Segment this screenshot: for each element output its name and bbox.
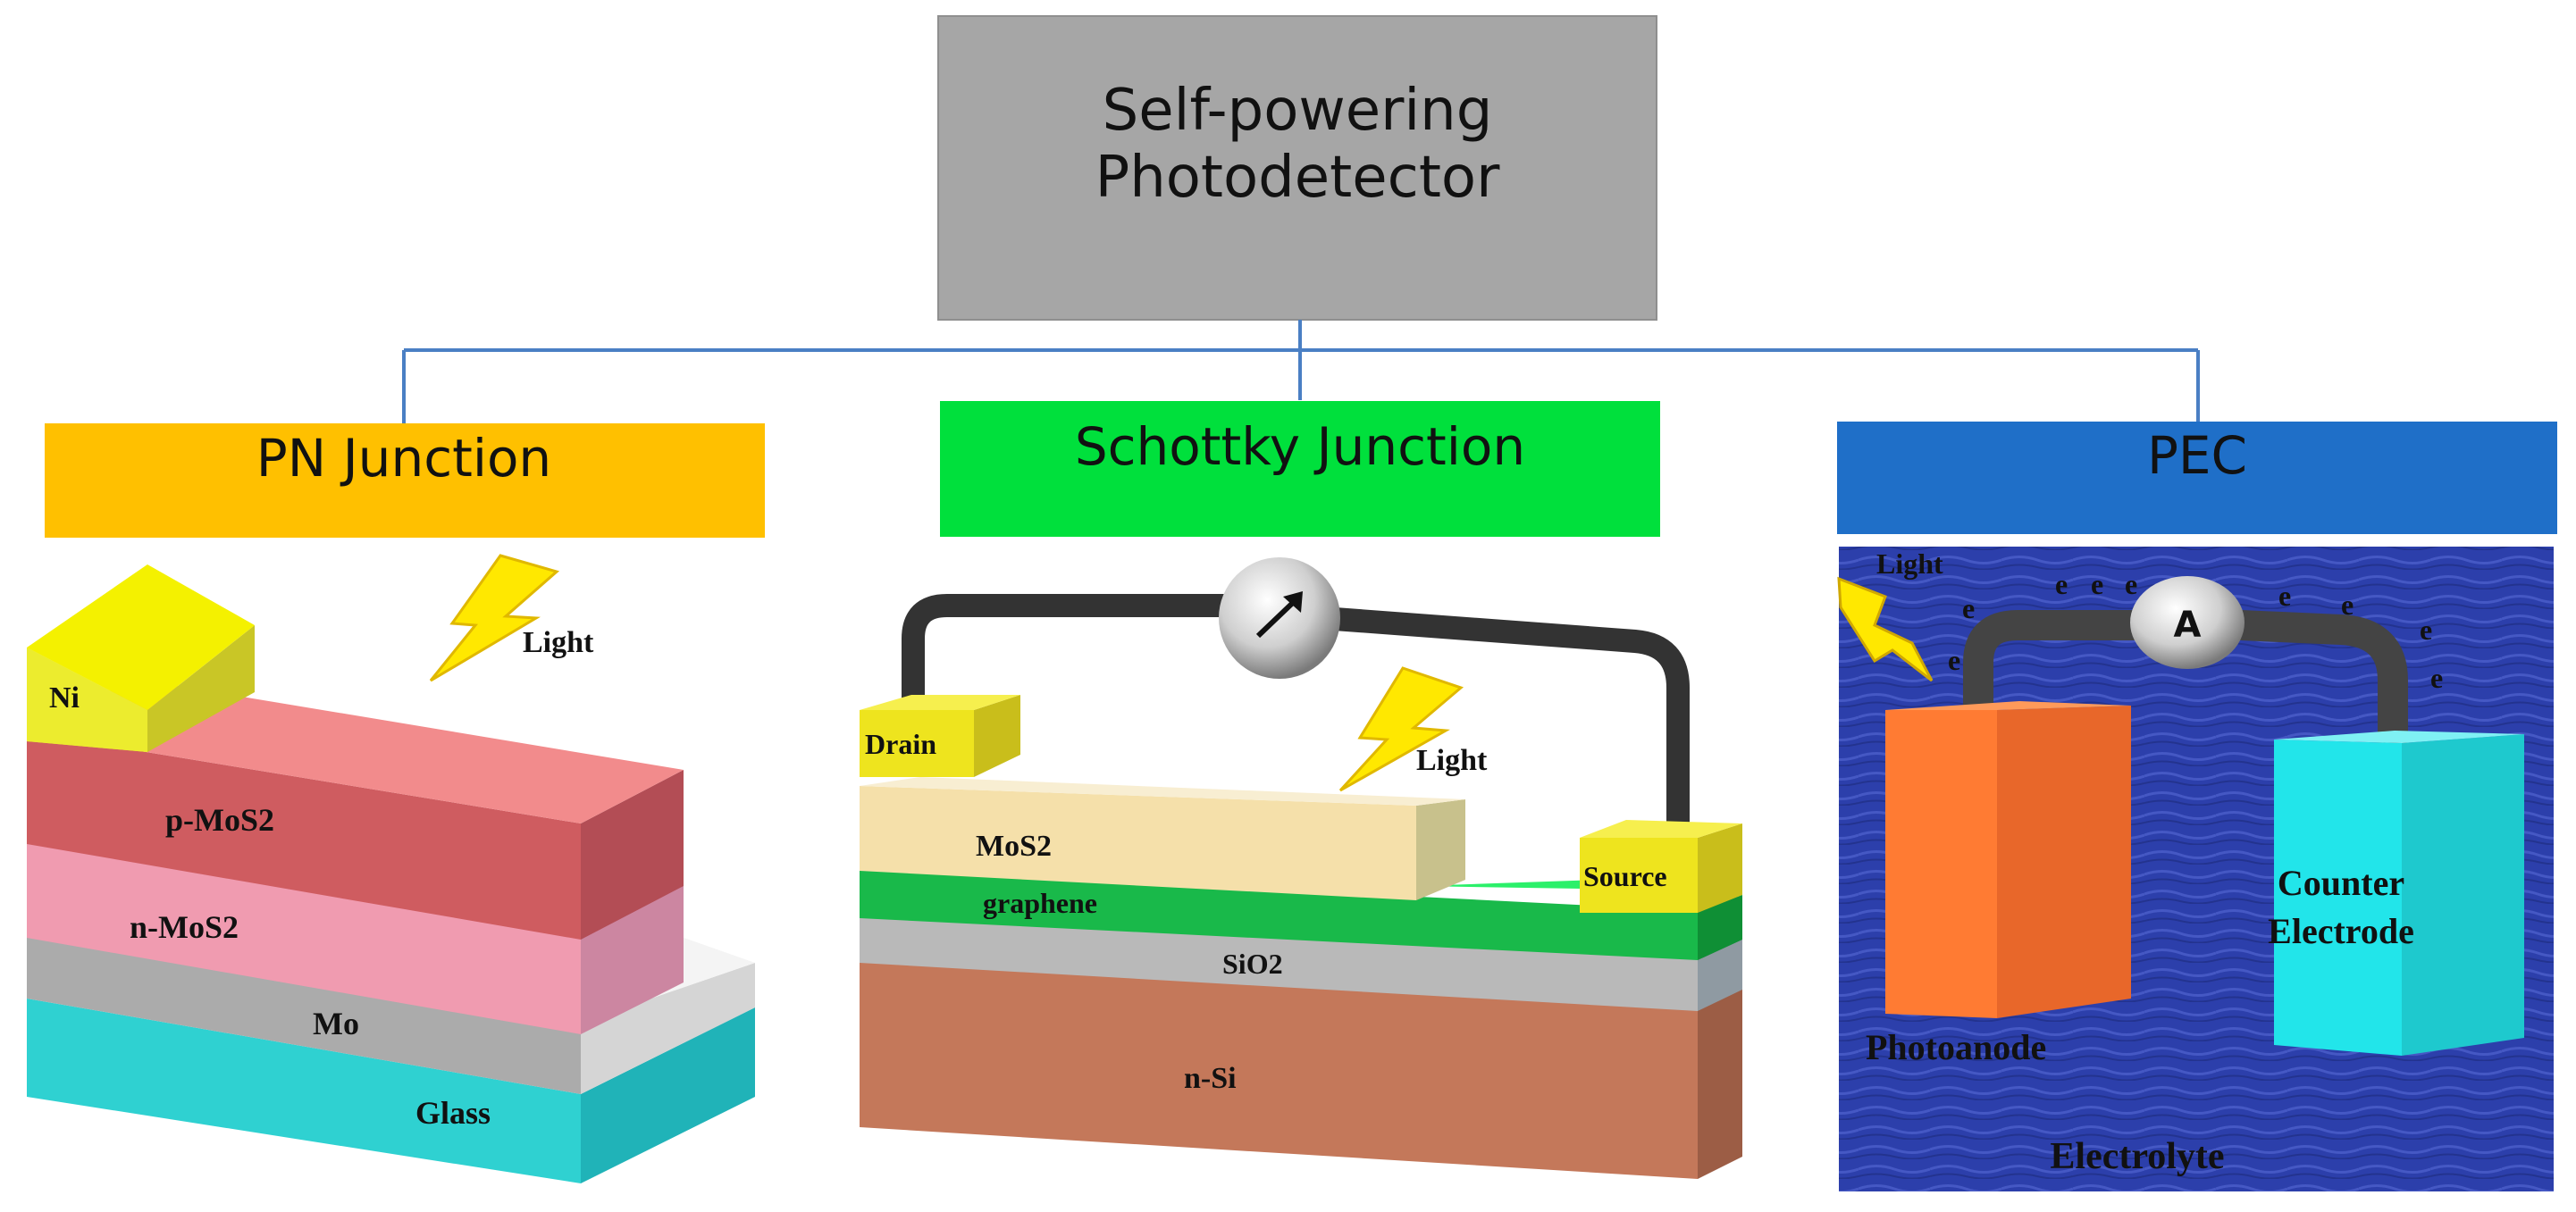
electrolyte-label: Electrolyte — [2050, 1136, 2224, 1177]
source-label: Source — [1583, 860, 1667, 892]
source-top — [1580, 820, 1742, 838]
tree-connectors — [402, 320, 2200, 423]
root-title-line1: Self-powering — [1103, 78, 1493, 144]
pec-ammeter-label: A — [2174, 605, 2202, 646]
pn-header-box — [45, 423, 765, 538]
n-mos2-layer — [27, 840, 581, 1034]
source-pad — [1580, 838, 1698, 913]
ni-top — [27, 564, 255, 710]
n-si-side — [1698, 982, 1742, 1179]
graphene-layer — [860, 868, 1698, 960]
pn-header: PN Junction — [45, 423, 765, 538]
ni-block — [27, 648, 147, 752]
schottky-wire-right — [1311, 606, 1690, 842]
pec-wire-right — [2226, 610, 2408, 756]
mo-side — [581, 963, 755, 1094]
counter-electrode-side — [2402, 734, 2524, 1056]
electron-label: e — [2055, 568, 2068, 600]
ammeter-arrowhead — [1283, 591, 1303, 613]
pec-ammeter-icon — [2130, 576, 2245, 669]
electron-label: e — [2278, 580, 2291, 612]
counter-electrode-label-line2: Electrode — [2268, 911, 2414, 951]
n-mos2-label: n-MoS2 — [130, 909, 239, 945]
pec-lightning-icon — [1837, 576, 1934, 682]
pec-header: PEC — [1837, 422, 2557, 534]
p-mos2-layer — [27, 732, 581, 940]
drain-top — [860, 695, 1020, 710]
pn-light-label: Light — [523, 626, 594, 659]
electron-label: e — [2430, 662, 2443, 694]
pn-lightning-icon — [429, 554, 560, 682]
ni-label: Ni — [49, 681, 80, 715]
sio2-layer — [860, 915, 1698, 1011]
glass-layer — [27, 999, 581, 1183]
schottky-header: Schottky Junction — [940, 401, 1660, 537]
drain-label: Drain — [865, 728, 936, 760]
glass-side — [581, 1007, 755, 1183]
ammeter-arrow-icon — [1255, 596, 1300, 639]
pec-wire-left — [1963, 610, 2155, 721]
photoanode-front — [1885, 710, 1997, 1018]
schottky-header-label: Schottky Junction — [1075, 416, 1525, 477]
electron-label: e — [1948, 644, 1960, 676]
schottky-lightning-icon — [1338, 666, 1464, 792]
glass-label: Glass — [415, 1095, 491, 1131]
mos2-layer — [860, 786, 1416, 900]
sio2-label: SiO2 — [1222, 948, 1283, 980]
electron-label: e — [2091, 568, 2103, 600]
electron-label: e — [2420, 614, 2432, 646]
counter-electrode-front — [2274, 740, 2402, 1056]
mo-layer — [27, 936, 581, 1094]
root-title-line2: Photodetector — [1095, 145, 1500, 211]
graphene-label: graphene — [983, 887, 1097, 919]
root-box — [937, 15, 1657, 321]
p-mos2-label: p-MoS2 — [165, 802, 274, 838]
schottky-light-label: Light — [1416, 744, 1488, 777]
photoanode-label: Photoanode — [1866, 1027, 2046, 1067]
drain-side — [974, 695, 1020, 777]
n-si-label: n-Si — [1184, 1062, 1237, 1095]
drain-pad — [860, 710, 974, 777]
electron-label: e — [2341, 589, 2354, 621]
electron-label: e — [1962, 592, 1975, 624]
mos2-side — [1416, 799, 1465, 900]
ni-side — [147, 625, 255, 752]
p-mos2-side — [581, 770, 684, 940]
mos2-label: MoS2 — [976, 830, 1052, 863]
photoanode-top — [1885, 701, 2131, 710]
pn-header-label: PN Junction — [256, 428, 551, 489]
counter-electrode-top — [2274, 731, 2524, 743]
pec-device: A Light e e e e e e e e e Photoanode Cou… — [1837, 547, 2554, 1191]
electron-label: e — [2125, 568, 2137, 600]
schottky-header-box — [940, 401, 1660, 537]
schottky-wire-left — [902, 594, 1245, 710]
counter-electrode-label-line1: Counter — [2278, 863, 2404, 903]
n-si-layer — [860, 960, 1698, 1179]
pec-header-box — [1837, 422, 2557, 534]
mo-label: Mo — [313, 1006, 359, 1041]
source-side — [1698, 823, 1742, 913]
pn-junction-device: Light Ni p-MoS2 n-MoS2 Mo Glass — [27, 554, 755, 1183]
pec-light-label: Light — [1876, 547, 1943, 580]
electron-labels: e e e e e e e e e — [1948, 568, 2443, 694]
pec-header-label: PEC — [2147, 425, 2247, 486]
mos2-top — [860, 777, 1465, 806]
root-node: Self-powering Photodetector — [937, 15, 1657, 321]
n-mos2-side — [581, 882, 684, 1034]
graphene-side — [1698, 895, 1742, 960]
schottky-junction-device: Drain Source Light MoS2 graphene SiO2 n-… — [860, 557, 1742, 1179]
photoanode-side — [1997, 706, 2131, 1018]
